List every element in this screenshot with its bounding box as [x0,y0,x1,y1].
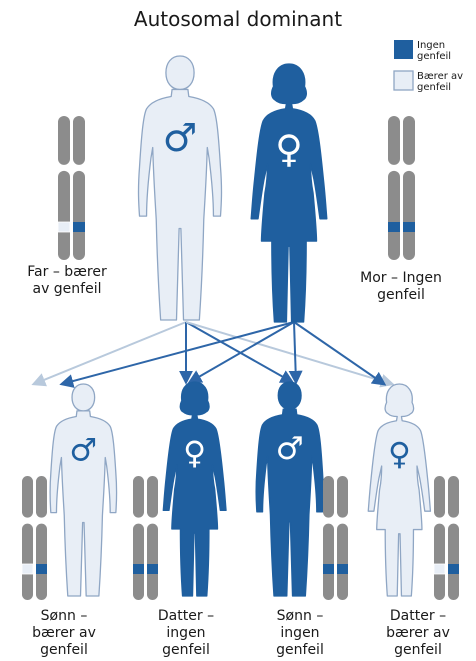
mother-chromosomes-chromatid-2-bottom [403,171,415,260]
arrow-mother-son [294,322,296,382]
arrow-father-daughter-carrier [186,322,392,384]
mother-chromosomes-band-right [403,222,415,232]
daughter-carrier-chromosomes-band-left [434,564,445,574]
father-chromosomes [58,116,85,260]
arrow-mother-daughter [190,322,294,382]
daughter-carrier-label: Datter – bærer av genfeil [373,608,463,658]
father-figure: ♂ [139,56,222,320]
arrow-mother-daughter-carrier [294,322,384,384]
son-carrier-chromosomes-band-right [36,564,47,574]
legend-label-no-defect: Ingen genfeil [417,40,469,62]
daughter-carrier-chromosomes-chromatid-1-top [434,476,445,518]
son-no-defect-chromosomes-chromatid-2-bottom [337,524,348,600]
father-chromosomes-chromatid-2-bottom [73,171,85,260]
mother-label: Mor – Ingen genfeil [356,270,446,304]
father-chromosomes-chromatid-2-top [73,116,85,165]
arrow-father-son-carrier [34,322,186,384]
son-carrier-chromosomes-chromatid-1-bottom [22,524,33,600]
mother-chromosomes-chromatid-1-top [388,116,400,165]
father-label: Far – bærer av genfeil [22,264,112,298]
son-no-defect-chromosomes-band-left [323,564,334,574]
arrow-mother-son-carrier [62,322,294,384]
son-no-defect-chromosomes-band-right [337,564,348,574]
mother-chromosomes-chromatid-2-top [403,116,415,165]
son-carrier-figure-silhouette [50,384,117,596]
daughter-no-defect-figure: ♀ [163,382,226,596]
father-chromosomes-chromatid-1-bottom [58,171,70,260]
legend-swatch-no-defect [394,40,413,59]
daughter-no-defect-chromosomes-chromatid-1-top [133,476,144,518]
legend-label-carrier: Bærer av genfeil [417,71,472,93]
diagram-title: Autosomal dominant [0,7,476,31]
son-no-defect-figure: ♂ [256,382,323,596]
son-carrier-chromosomes [22,476,47,600]
arrow-father-son [186,322,292,382]
legend-swatch-carrier [394,71,413,90]
daughter-carrier-chromosomes-chromatid-2-top [448,476,459,518]
mother-figure-silhouette [251,64,327,322]
daughter-no-defect-chromosomes [133,476,158,600]
daughter-no-defect-chromosomes-chromatid-1-bottom [133,524,144,600]
daughter-carrier-figure-symbol: ♀ [388,437,411,473]
daughter-no-defect-chromosomes-band-right [147,564,158,574]
son-no-defect-figure-silhouette [256,382,323,596]
daughter-carrier-chromosomes-chromatid-1-bottom [434,524,445,600]
daughter-no-defect-chromosomes-band-left [133,564,144,574]
daughter-carrier-chromosomes [434,476,459,600]
father-chromosomes-chromatid-1-top [58,116,70,165]
daughter-carrier-chromosomes-band-right [448,564,459,574]
son-carrier-figure: ♂ [50,384,117,596]
father-chromosomes-band-right [73,222,85,232]
son-carrier-chromosomes-chromatid-1-top [22,476,33,518]
son-carrier-chromosomes-chromatid-2-bottom [36,524,47,600]
mother-chromosomes [388,116,415,260]
son-carrier-figure-symbol: ♂ [69,432,97,468]
daughter-carrier-figure-silhouette [368,384,430,596]
father-chromosomes-band-left [58,222,70,232]
father-figure-silhouette [139,56,222,320]
daughter-carrier-chromosomes-chromatid-2-bottom [448,524,459,600]
mother-chromosomes-band-left [388,222,400,232]
daughter-no-defect-label: Datter – ingen genfeil [146,608,226,658]
son-no-defect-chromosomes-chromatid-1-top [323,476,334,518]
daughter-no-defect-figure-silhouette [163,382,226,596]
mother-figure: ♀ [251,64,327,322]
son-no-defect-label: Sønn – ingen genfeil [260,608,340,658]
father-figure-symbol: ♂ [163,116,198,161]
son-carrier-chromosomes-chromatid-2-top [36,476,47,518]
daughter-no-defect-chromosomes-chromatid-2-top [147,476,158,518]
daughter-carrier-figure: ♀ [368,384,430,596]
daughter-no-defect-chromosomes-chromatid-2-bottom [147,524,158,600]
mother-figure-symbol: ♀ [275,127,303,171]
son-carrier-label: Sønn – bærer av genfeil [24,608,104,658]
mother-chromosomes-chromatid-1-bottom [388,171,400,260]
daughter-no-defect-figure-symbol: ♀ [183,435,206,471]
son-carrier-chromosomes-band-left [22,564,33,574]
son-no-defect-figure-symbol: ♂ [276,431,304,467]
son-no-defect-chromosomes [323,476,348,600]
son-no-defect-chromosomes-chromatid-2-top [337,476,348,518]
son-no-defect-chromosomes-chromatid-1-bottom [323,524,334,600]
